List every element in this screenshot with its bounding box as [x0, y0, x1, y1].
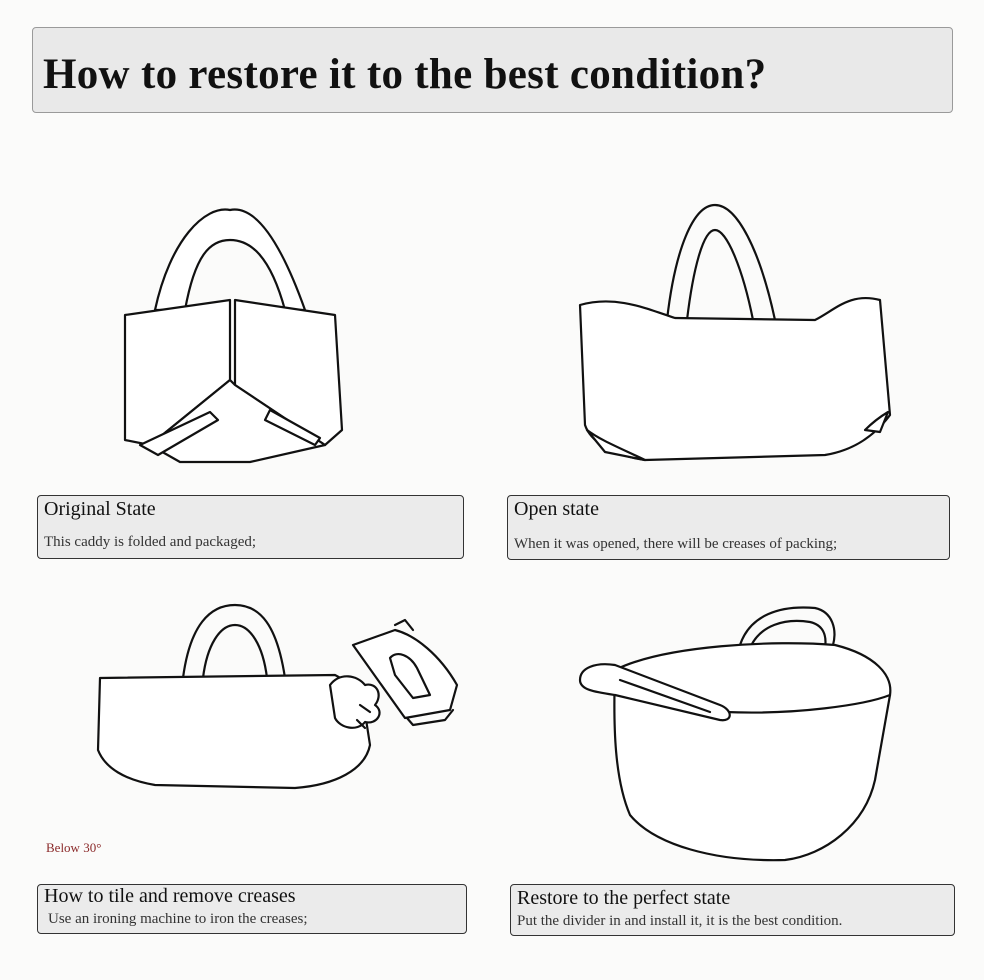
folded-bag-illustration [123, 208, 344, 464]
step-remove-creases: How to tile and remove creases Use an ir… [37, 884, 467, 934]
step-heading: Restore to the perfect state [517, 887, 731, 909]
step-heading: How to tile and remove creases [44, 885, 296, 907]
bag-with-iron-illustration [96, 603, 459, 790]
page-title: How to restore it to the best condition? [43, 51, 767, 98]
step-original-state: Original State This caddy is folded and … [37, 495, 464, 559]
step-text: When it was opened, there will be crease… [514, 536, 838, 552]
open-bag-illustration [578, 203, 892, 462]
step-heading: Original State [44, 498, 156, 520]
step-text: This caddy is folded and packaged; [44, 534, 257, 550]
step-heading: Open state [514, 498, 599, 520]
restored-basket-illustration [578, 606, 892, 862]
step-open-state: Open state When it was opened, there wil… [507, 495, 950, 560]
step-text: Put the divider in and install it, it is… [517, 913, 843, 929]
step-text: Use an ironing machine to iron the creas… [48, 911, 308, 927]
step-perfect-state: Restore to the perfect state Put the div… [510, 884, 955, 936]
title-banner: How to restore it to the best condition? [32, 27, 953, 113]
temperature-note: Below 30° [46, 840, 102, 855]
